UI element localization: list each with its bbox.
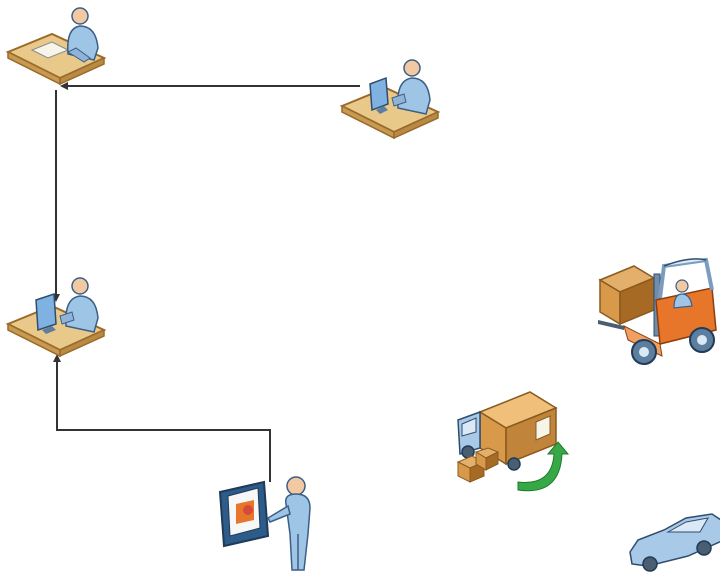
green-arrow-icon — [517, 441, 570, 492]
car-icon — [629, 513, 720, 572]
forklift-with-box-icon — [598, 257, 717, 365]
person-at-kiosk-screen-icon — [218, 476, 311, 571]
car[interactable] — [629, 513, 720, 572]
person-at-desk-computer-icon — [339, 59, 441, 140]
workstation-top-right[interactable] — [339, 59, 441, 140]
person-at-desk-paperwork-icon — [5, 7, 107, 86]
delivery-truck[interactable] — [456, 391, 570, 492]
kiosk-user[interactable] — [218, 476, 311, 571]
forklift[interactable] — [598, 257, 717, 365]
person-at-desk-computer-icon — [5, 277, 107, 358]
workstation-middle-left[interactable] — [5, 277, 107, 358]
connectors — [52, 82, 360, 482]
delivery-truck-with-boxes-icon — [456, 391, 570, 492]
connector-kiosk-to-middle-left — [53, 354, 271, 482]
workstation-top-left[interactable] — [5, 7, 107, 86]
